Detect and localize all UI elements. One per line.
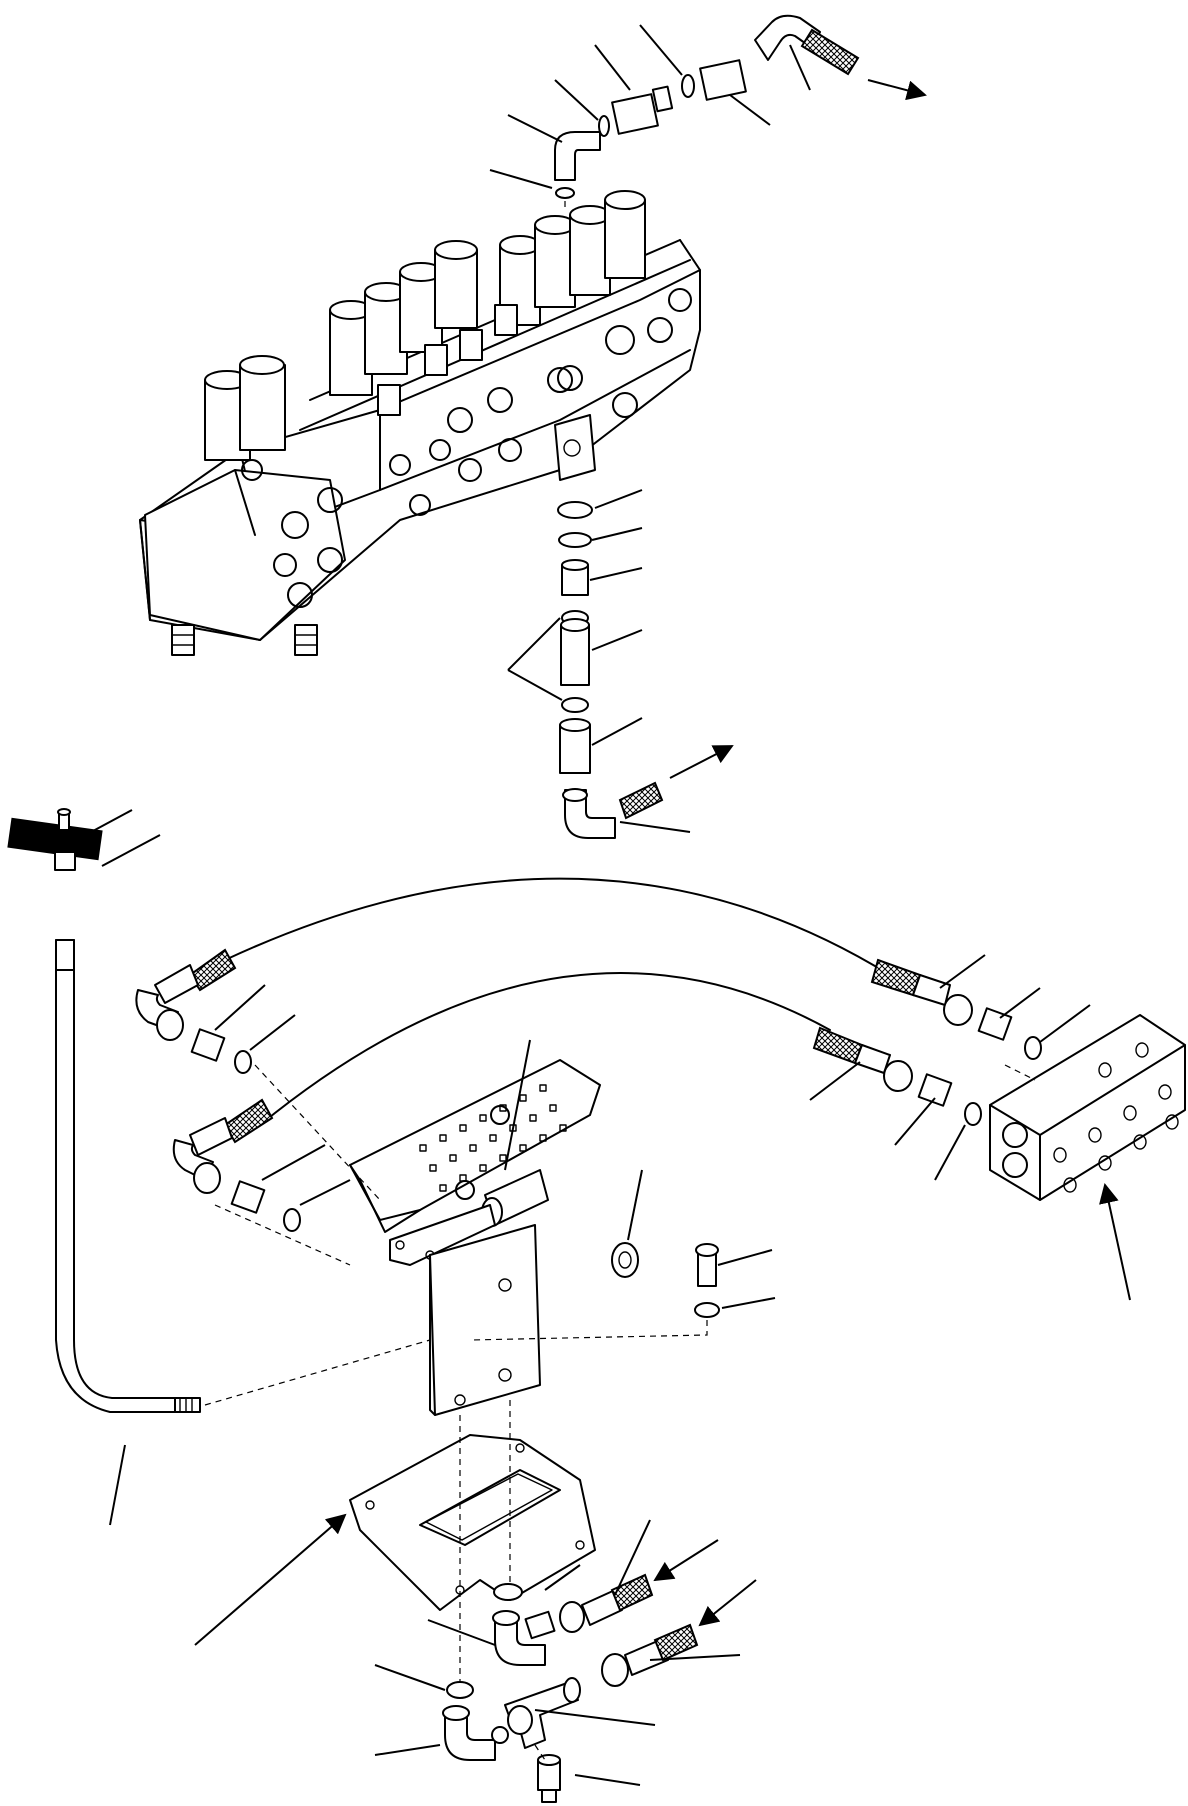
bottom-o-ring-a — [493, 1583, 523, 1601]
left-lower-nut — [193, 1162, 221, 1194]
top-o-ring-a — [555, 187, 575, 199]
right-lower-fitting — [917, 1073, 953, 1107]
pedal-grip-holes — [419, 1084, 567, 1200]
outlet-port-block — [554, 414, 596, 481]
lower-pilot-hose — [259, 972, 831, 1126]
pedal-cap-nut — [611, 1242, 639, 1278]
spool-caps — [204, 190, 646, 461]
upper-pilot-hose — [224, 877, 891, 976]
bottom-nut-a — [559, 1601, 585, 1633]
top-adapter — [611, 93, 659, 135]
left-upper-nut — [156, 1009, 184, 1041]
left-upper-fitting — [190, 1028, 226, 1062]
control-valve-assembly — [139, 190, 701, 656]
top-union — [699, 59, 747, 101]
valve-studs — [171, 624, 318, 656]
pedal-pilot-valve — [214, 1039, 776, 1416]
flexible-cable-assembly — [7, 808, 431, 1526]
right-upper-o-ring — [1024, 1036, 1042, 1060]
mounting-plate-outline — [349, 1434, 596, 1611]
top-hose — [800, 28, 860, 76]
manifold-ports — [1053, 1042, 1179, 1193]
mounting-plate — [194, 1400, 596, 1690]
stack-check-valve — [560, 624, 590, 686]
bottom-elbow-a — [494, 1614, 546, 1666]
mounting-plate-slot — [419, 1469, 561, 1546]
manifold-block — [989, 1014, 1186, 1301]
pedal-valve-body — [429, 1224, 541, 1416]
valve-ports — [273, 288, 692, 608]
cable-threaded-end — [174, 1397, 201, 1413]
left-lower-fitting — [230, 1180, 266, 1214]
lower-fitting-stack — [507, 489, 734, 839]
right-lower-nut — [883, 1060, 913, 1092]
stack-o-ring-a — [558, 532, 592, 548]
left-lower-o-ring — [283, 1208, 301, 1232]
stack-hose — [618, 781, 664, 820]
right-lower-o-ring — [964, 1102, 982, 1126]
top-fitting-chain — [489, 14, 927, 210]
top-o-ring-c — [681, 74, 695, 98]
stack-union — [559, 724, 591, 774]
top-o-ring-b — [598, 115, 610, 137]
pilot-hoses — [135, 877, 1091, 1232]
top-elbow — [554, 131, 601, 181]
bottom-fittings — [374, 1519, 757, 1803]
pedal-bracket — [389, 1204, 496, 1266]
bottom-hose-b — [653, 1623, 699, 1662]
relief-valves — [241, 304, 583, 481]
bottom-hose-a — [610, 1573, 654, 1612]
pedal-washer — [694, 1302, 720, 1318]
cable-knob-stem — [54, 851, 76, 871]
bottom-nut-b — [601, 1653, 629, 1687]
cable-knob — [7, 817, 103, 861]
stack-washer-a — [557, 501, 593, 519]
stack-elbow — [564, 789, 616, 839]
right-upper-nut — [943, 994, 973, 1026]
left-upper-o-ring — [234, 1050, 252, 1074]
pedal-plate — [349, 1059, 601, 1221]
bottom-o-ring-b — [446, 1681, 474, 1699]
